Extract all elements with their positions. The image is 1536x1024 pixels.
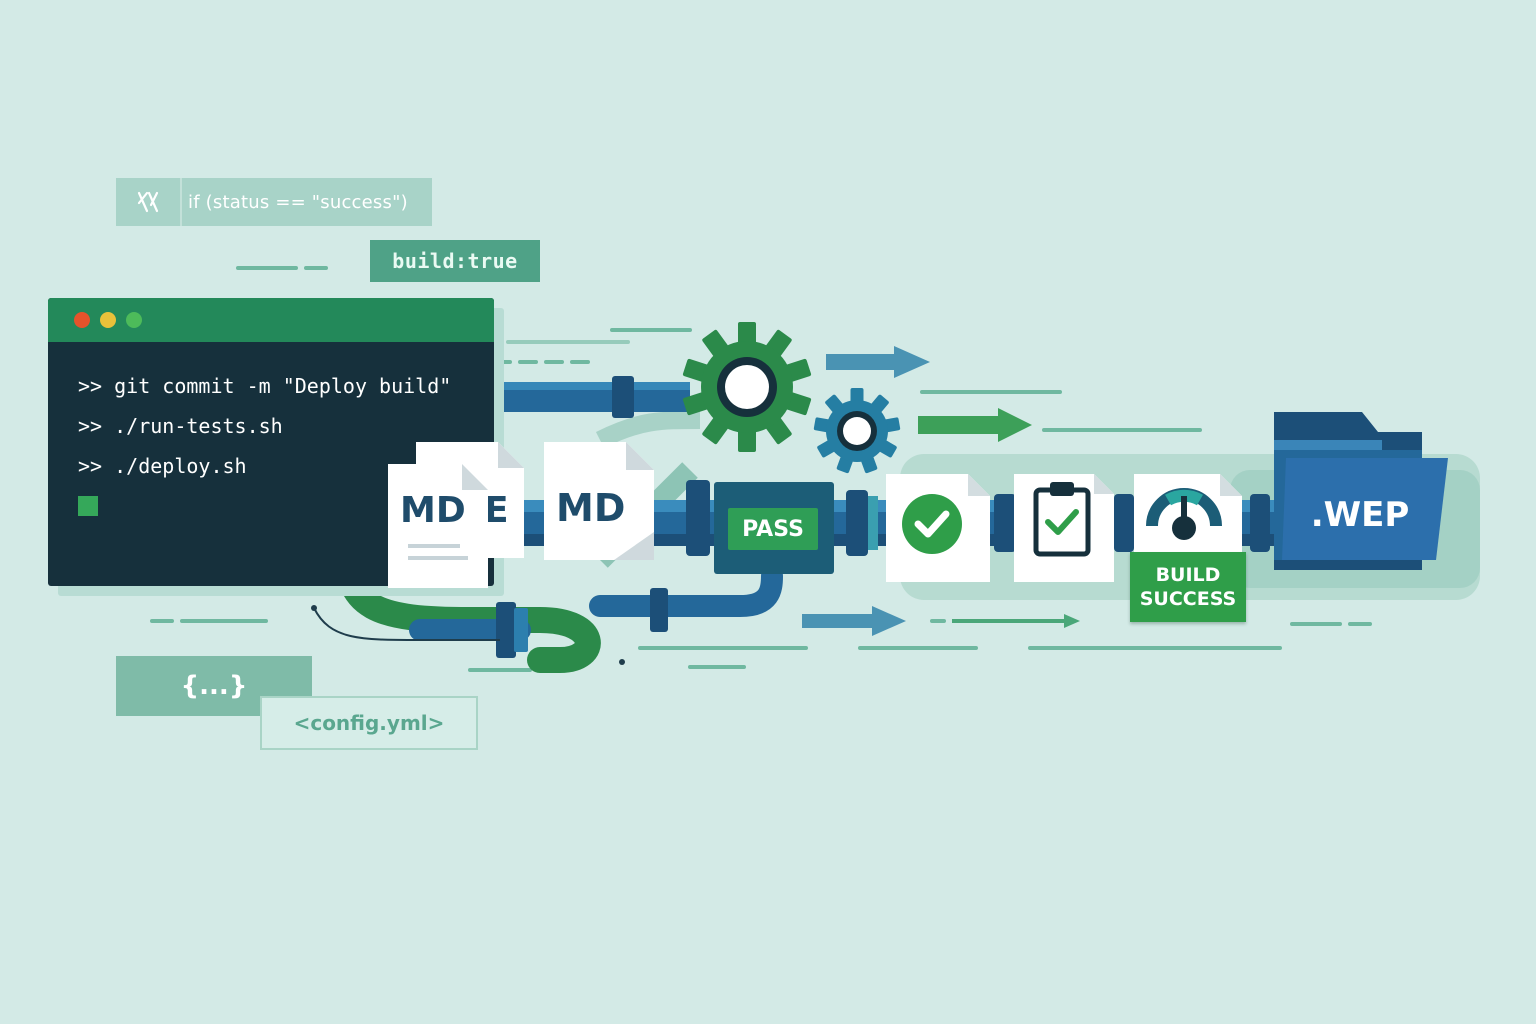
arrow-mid <box>918 408 1032 442</box>
code-branch-icon <box>116 178 182 226</box>
folder-icon <box>1274 412 1448 570</box>
pass-label: PASS <box>728 508 818 550</box>
file-label-third: MD <box>556 486 626 530</box>
gear-large-icon <box>682 322 812 452</box>
success-line-2: SUCCESS <box>1139 588 1237 610</box>
arrow-top <box>826 346 930 378</box>
folder-label: .WEP <box>1310 495 1410 535</box>
minimize-dot[interactable] <box>100 312 116 328</box>
terminal-line: >> ./run-tests.sh <box>78 414 283 438</box>
status-condition-text: if (status == "success") <box>188 191 408 213</box>
gear-small-icon <box>813 388 901 474</box>
config-file-chip: <config.yml> <box>260 696 478 750</box>
gauge-icon <box>1134 474 1242 558</box>
build-success-badge: BUILD SUCCESS <box>1130 552 1246 622</box>
terminal-lines: >> git commit -m "Deploy build" >> ./run… <box>48 342 494 516</box>
arrow-bottom <box>802 606 906 636</box>
arrow-bottom-thin <box>952 614 1080 628</box>
terminal-line: >> git commit -m "Deploy build" <box>78 374 452 398</box>
clipboard-check-icon <box>1014 474 1114 582</box>
terminal-titlebar <box>48 298 494 342</box>
file-label-back: E <box>484 490 509 531</box>
close-dot[interactable] <box>74 312 90 328</box>
terminal-line: >> ./deploy.sh <box>78 454 247 478</box>
status-condition-chip: if (status == "success") <box>116 178 432 226</box>
success-line-1: BUILD <box>1155 564 1221 586</box>
file-icon-third <box>544 442 654 560</box>
file-label-front: MD <box>400 490 466 531</box>
build-flag-chip: build:true <box>370 240 540 282</box>
terminal-cursor <box>78 496 98 516</box>
check-circle-icon <box>886 474 990 582</box>
file-icon-front <box>388 464 488 588</box>
maximize-dot[interactable] <box>126 312 142 328</box>
